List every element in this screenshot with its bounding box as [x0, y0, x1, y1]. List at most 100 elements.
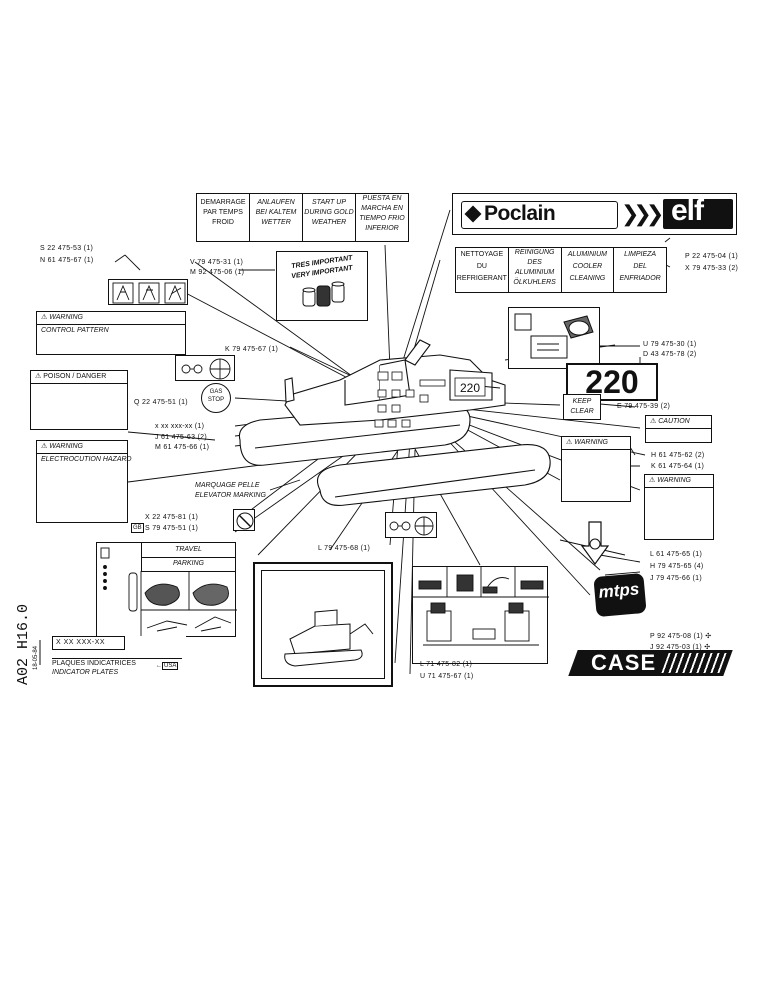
- down-arrow-decal: [580, 521, 610, 566]
- part-number: S 22 475-53 (1): [40, 245, 94, 252]
- case-text: CASE: [591, 650, 657, 675]
- joystick-decal-lower: [385, 512, 437, 538]
- warning-triangle-icon: ⚠: [566, 439, 573, 446]
- cold-start-es-3: TIEMPO FRIO: [359, 215, 405, 222]
- gb-badge: GB: [131, 523, 144, 533]
- radiator-fr-3: REFRIGERANT: [456, 275, 507, 282]
- radiator-en-3: CLEANING: [569, 275, 606, 282]
- battery-decal: [508, 307, 600, 369]
- case-stripes: [661, 653, 727, 673]
- cold-start-es-1: PUESTA EN: [362, 195, 402, 202]
- part-number: X 22 475-81 (1): [145, 514, 199, 521]
- part-number: E 79 475-39 (2): [617, 403, 671, 410]
- usa-label: USA: [162, 662, 179, 670]
- warning-decal-right-2: ⚠ WARNING: [644, 474, 714, 540]
- part-number: S 79 475-51 (1): [145, 525, 199, 532]
- mtps-text: mtps: [597, 579, 640, 602]
- part-number: X 79 475-33 (2): [685, 265, 739, 272]
- radiator-de-1: REINIGUNG: [514, 249, 555, 256]
- warning-control-body: CONTROL PATTERN: [41, 327, 109, 334]
- battery-handling-icon: [514, 313, 594, 359]
- warning-electro-body: ELECTROCUTION HAZARD: [41, 456, 132, 463]
- pictogram-strip-label: [108, 279, 188, 305]
- part-number: L 79 475-68 (1): [318, 545, 371, 552]
- travel-parking-pictogram: [100, 547, 237, 638]
- warning-right1-header: WARNING: [574, 439, 608, 446]
- poclain-logo: Poclain: [461, 201, 618, 229]
- caution-header: CAUTION: [658, 418, 690, 425]
- number-220: 220: [585, 364, 639, 400]
- gas-stop-decal: GAS STOP: [201, 383, 231, 413]
- cold-start-de-2: BEI KALTEM: [255, 209, 297, 216]
- warning-triangle-icon: ⚠: [649, 477, 656, 484]
- radiator-es-1: LIMPIEZA: [624, 251, 657, 258]
- parking-label: PARKING: [173, 560, 204, 567]
- cold-start-de-1: ANLAUFEN: [257, 199, 295, 206]
- travel-parking-decal: TRAVEL PARKING: [96, 542, 237, 638]
- stop-label: STOP: [207, 397, 225, 403]
- radiator-de-4: ÖLKUHLERS: [513, 279, 556, 286]
- cold-start-en-1: START UP: [312, 199, 346, 206]
- part-number: U 71 475-67 (1): [420, 673, 474, 680]
- warning-triangle-icon: ⚠: [650, 418, 657, 425]
- cold-start-col-de: ANLAUFEN BEI KALTEM WETTER: [250, 194, 303, 241]
- gas-label: GAS: [209, 389, 223, 395]
- marquage-fr: MARQUAGE PELLE: [195, 482, 260, 489]
- part-number: J 79 475-66 (1): [650, 575, 702, 582]
- control-pattern-decal: [175, 355, 235, 381]
- title-fr: PLAQUES INDICATRICES: [52, 658, 182, 667]
- part-number: D 43 475-78 (2): [643, 351, 697, 358]
- cold-start-de-3: WETTER: [261, 219, 291, 226]
- warning-triangle-icon: ⚠: [41, 314, 48, 321]
- part-number: M 61 475-66 (1): [155, 444, 210, 451]
- joystick-pattern-icon: [389, 516, 434, 536]
- poclain-text: Poclain: [484, 202, 556, 225]
- machine-220-mark: 220: [460, 381, 480, 395]
- part-number: J 61 475-63 (2): [155, 434, 207, 441]
- very-important-label: TRES IMPORTANT VERY IMPORTANT: [276, 251, 368, 321]
- arrow-left-icon: ←: [156, 663, 162, 669]
- part-number: L 61 475-65 (1): [650, 551, 703, 558]
- radiator-es-2: DEL: [633, 263, 647, 270]
- title-en: INDICATOR PLATES: [52, 669, 119, 676]
- warning-decal-right-1: ⚠ WARNING: [561, 436, 631, 502]
- chevrons-icon: ❯❯❯: [621, 201, 664, 226]
- part-number: V 79 475-31 (1): [190, 259, 244, 266]
- radiator-es-3: ENFRIADOR: [619, 275, 661, 282]
- poison-danger-label: ⚠ POISON / DANGER: [30, 370, 128, 430]
- cold-start-es-4: INFERIOR: [365, 225, 399, 232]
- poison-header: POISON / DANGER: [43, 373, 107, 380]
- radiator-fr-2: DU: [476, 263, 487, 270]
- part-number: L 71 475-82 (1): [420, 661, 473, 668]
- elf-logo: elf: [663, 194, 733, 229]
- prohibited-decal: [233, 509, 255, 531]
- part-number: K 61 475-64 (1): [651, 463, 705, 470]
- warning-control-header: WARNING: [49, 314, 83, 321]
- elevator-marking-frame: [253, 562, 393, 687]
- part-number: Q 22 475-51 (1): [134, 399, 188, 406]
- warning-triangle-icon: ⚠: [35, 373, 42, 380]
- radiator-en-2: COOLER: [572, 263, 603, 270]
- part-number: K 79 475-67 (1): [225, 346, 279, 353]
- warning-electro-header: WARNING: [49, 443, 83, 450]
- cold-start-label: DEMARRAGE PAR TEMPS FROID ANLAUFEN BEI K…: [196, 193, 409, 242]
- cold-start-col-es: PUESTA EN MARCHA EN TIEMPO FRIO INFERIOR: [356, 194, 408, 241]
- mtps-logo: mtps: [593, 572, 647, 618]
- lifting-diagram-decal: [412, 566, 549, 664]
- radiator-col-es: LIMPIEZA DEL ENFRIADOR: [614, 248, 666, 292]
- warning-electrocution-label: ⚠ WARNING ELECTROCUTION HAZARD: [36, 440, 132, 523]
- cold-start-en-3: WEATHER: [311, 219, 347, 226]
- part-number: P 92 475-08 (1) ✣: [650, 633, 712, 640]
- joystick-pattern-icon: [181, 358, 231, 380]
- radiator-fr-1: NETTOYAGE: [460, 251, 504, 258]
- part-number: M 92 475-06 (1): [190, 269, 245, 276]
- caution-decal: ⚠ CAUTION: [645, 415, 712, 443]
- radiator-col-fr: NETTOYAGE DU REFRIGERANT: [456, 248, 509, 292]
- part-number: U 79 475-30 (1): [643, 341, 697, 348]
- radiator-en-1: ALUMINIUM: [567, 251, 608, 258]
- warning-control-label: ⚠ WARNING CONTROL PATTERN: [36, 311, 186, 355]
- part-number: N 61 475-67 (1): [40, 257, 94, 264]
- keep-clear-decal: KEEP CLEAR: [563, 394, 601, 420]
- cold-start-fr-2: PAR TEMPS: [203, 209, 243, 216]
